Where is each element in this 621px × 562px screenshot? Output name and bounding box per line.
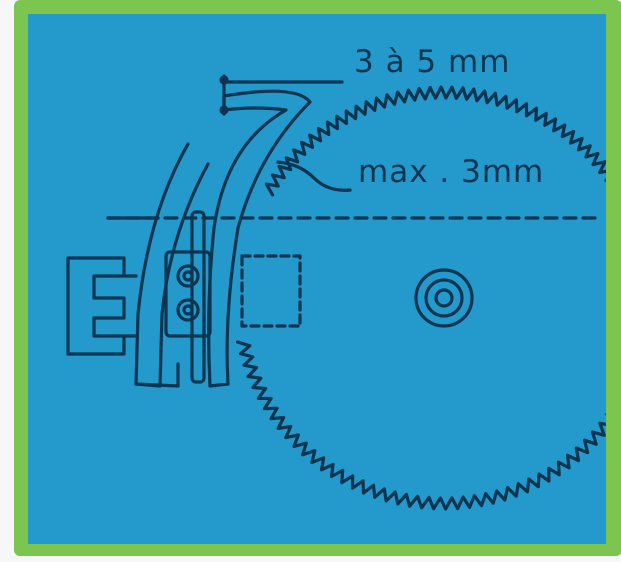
clamp-outline (240, 254, 302, 328)
label-gap-range: 3 à 5 mm (354, 44, 510, 80)
label-gap-max: max . 3mm (358, 154, 544, 190)
riving-knife-icon (134, 89, 312, 388)
arbor-nut-icon (414, 268, 474, 328)
image-frame: 3 à 5 mm max . 3mm (14, 0, 621, 556)
leader-line-max (276, 160, 352, 192)
blade-guard-icon (66, 256, 138, 356)
saw-blade-diagram: 3 à 5 mm max . 3mm (66, 44, 606, 511)
bolt-plate (164, 250, 212, 338)
dimension-gap-range (219, 74, 344, 116)
knife-slot (190, 210, 206, 384)
diagram-panel: 3 à 5 mm max . 3mm (28, 14, 606, 544)
saw-blade-icon (236, 85, 606, 511)
